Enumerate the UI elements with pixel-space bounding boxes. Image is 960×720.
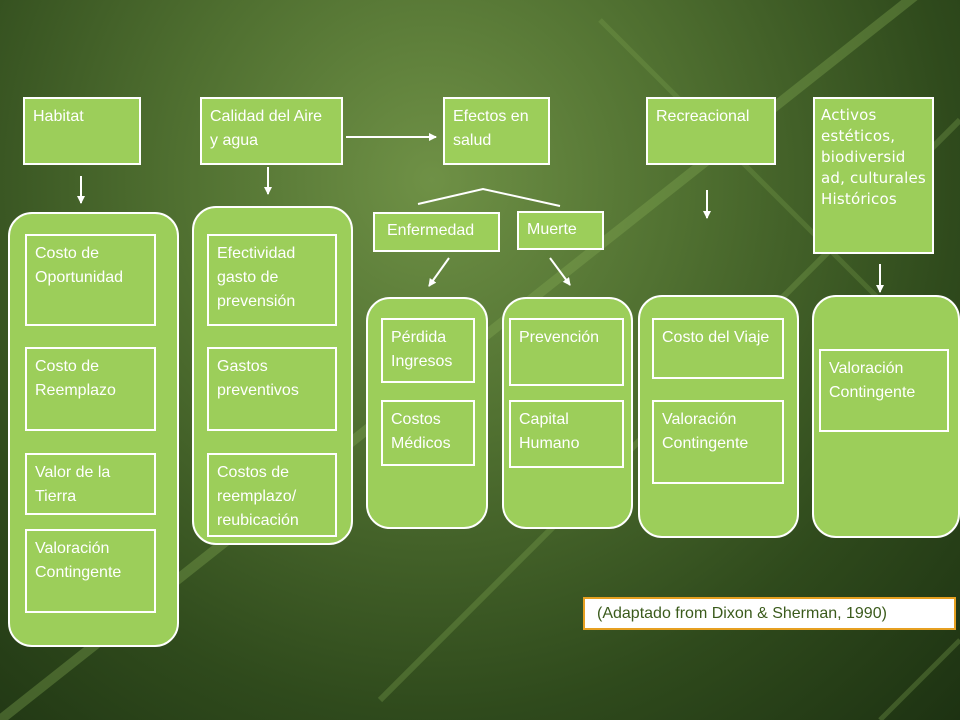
habitat-item-label: Costo de Oportunidad <box>35 245 124 286</box>
efectos-split-connector <box>417 187 561 207</box>
header-calidad-label: Calidad del Aire y agua <box>210 108 323 149</box>
citation: (Adaptado from Dixon & Sherman, 1990) <box>583 597 956 630</box>
recreacional-item: Costo del Viaje <box>652 318 784 379</box>
calidad-item: Gastos preventivos <box>207 347 337 431</box>
header-efectos-label: Efectos en salud <box>453 108 529 149</box>
habitat-item-label: Valor de la Tierra <box>35 464 111 505</box>
habitat-item: Costo de Oportunidad <box>25 234 156 326</box>
recreacional-item: Valoración Contingente <box>652 400 784 484</box>
header-recreacional: Recreacional <box>646 97 776 165</box>
calidad-item-label: Gastos preventivos <box>217 358 299 399</box>
header-habitat: Habitat <box>23 97 141 165</box>
enfermedad-item: Costos Médicos <box>381 400 475 466</box>
header-calidad: Calidad del Aire y agua <box>200 97 343 165</box>
header-activos: Activos estéticos, biodiversid ad, cultu… <box>813 97 934 254</box>
muerte-item-label: Capital Humano <box>519 411 580 452</box>
calidad-item-label: Costos de reemplazo/ reubicación <box>217 464 299 529</box>
enfermedad-item-label: Costos Médicos <box>391 411 451 452</box>
arrow-to-enfermedad-column <box>428 257 450 287</box>
calidad-item: Costos de reemplazo/ reubicación <box>207 453 337 537</box>
habitat-item: Valoración Contingente <box>25 529 156 613</box>
calidad-item-label: Efectividad gasto de prevensión <box>217 245 296 310</box>
header-efectos: Efectos en salud <box>443 97 550 165</box>
recreacional-item-label: Costo del Viaje <box>662 329 770 346</box>
arrow-to-muerte-column <box>549 257 571 286</box>
calidad-item: Efectividad gasto de prevensión <box>207 234 337 326</box>
citation-text: (Adaptado from Dixon & Sherman, 1990) <box>597 605 887 622</box>
activos-item: Valoración Contingente <box>819 349 949 432</box>
header-activos-label: Activos estéticos, biodiversid ad, cultu… <box>821 106 926 208</box>
habitat-item: Valor de la Tierra <box>25 453 156 515</box>
subheader-muerte-label: Muerte <box>527 221 577 238</box>
subheader-enfermedad-label: Enfermedad <box>387 222 475 239</box>
subheader-muerte: Muerte <box>517 211 604 250</box>
recreacional-item-label: Valoración Contingente <box>662 411 749 452</box>
header-habitat-label: Habitat <box>33 108 84 125</box>
habitat-item-label: Costo de Reemplazo <box>35 358 116 399</box>
muerte-item: Capital Humano <box>509 400 624 468</box>
enfermedad-item: Pérdida Ingresos <box>381 318 475 383</box>
header-recreacional-label: Recreacional <box>656 108 750 125</box>
habitat-item: Costo de Reemplazo <box>25 347 156 431</box>
subheader-enfermedad: Enfermedad <box>373 212 500 252</box>
enfermedad-item-label: Pérdida Ingresos <box>391 329 453 370</box>
muerte-item-label: Prevención <box>519 329 600 346</box>
habitat-item-label: Valoración Contingente <box>35 540 122 581</box>
muerte-item: Prevención <box>509 318 624 386</box>
activos-item-label: Valoración Contingente <box>829 360 916 401</box>
